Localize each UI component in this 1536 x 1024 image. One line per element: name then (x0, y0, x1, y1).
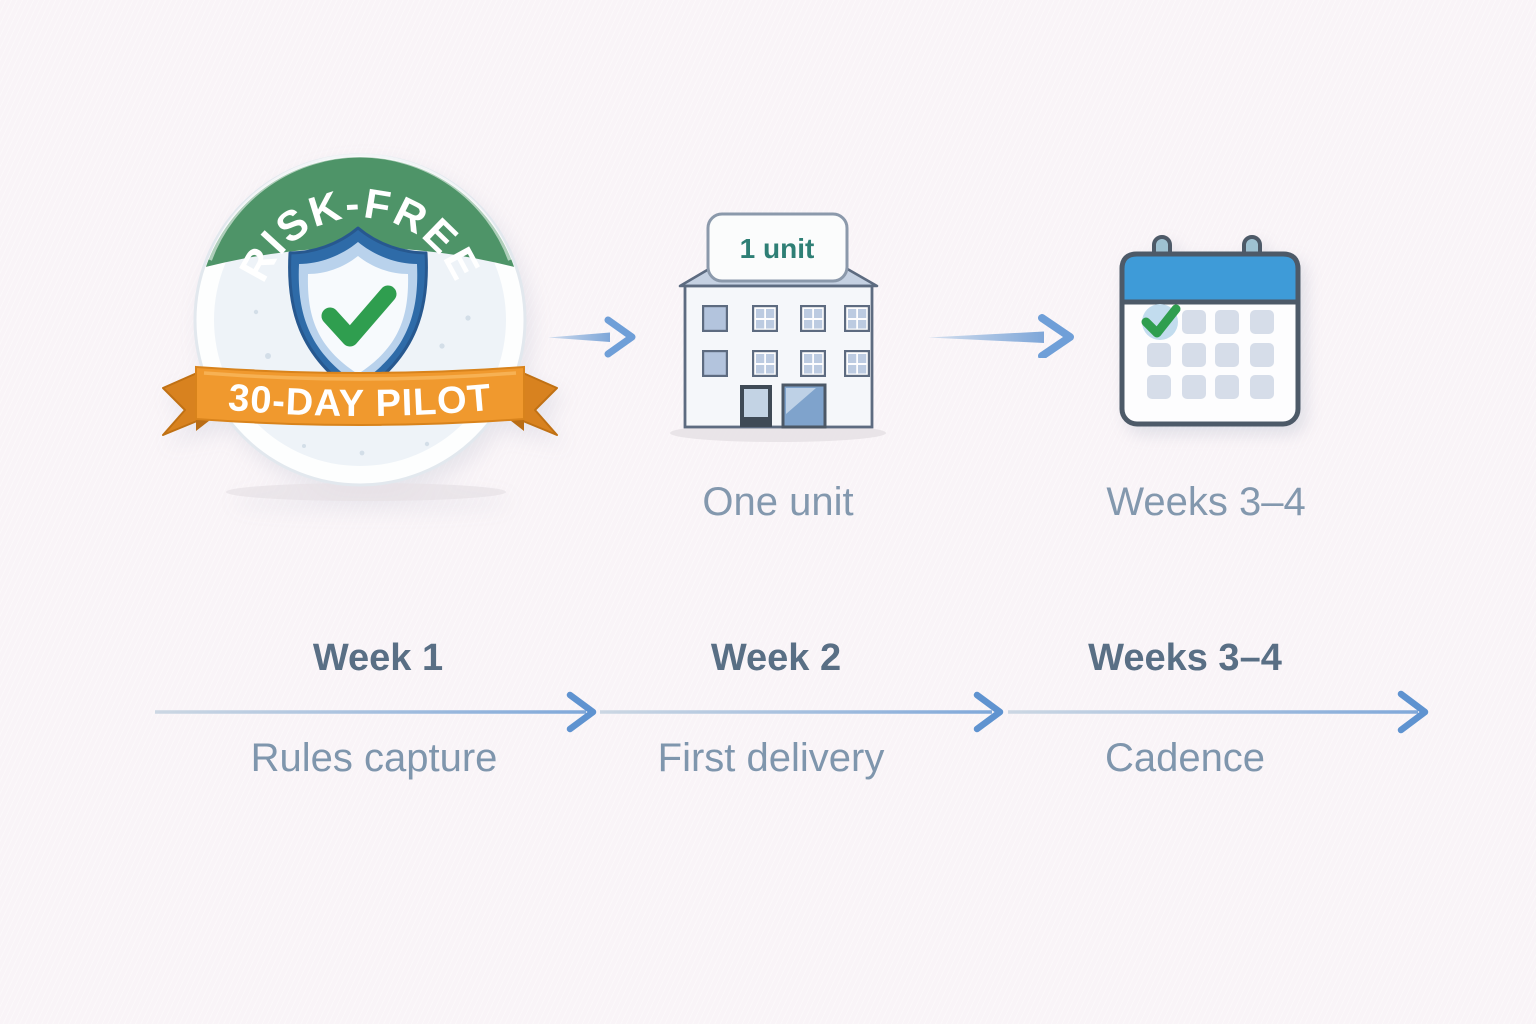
badge-shadow (226, 483, 506, 501)
building-sign: 1 unit (706, 212, 849, 283)
ribbon-banner: 30-DAY PILOT (162, 365, 558, 436)
arrow-right-icon-1 (548, 316, 636, 358)
calendar-grid (1147, 310, 1274, 399)
building-caption: One unit (702, 480, 854, 524)
building-shadow (670, 424, 886, 442)
milestone-1-title: Week 1 (312, 637, 444, 679)
arc-banner-highlight (208, 153, 512, 261)
milestone-2-title: Week 2 (710, 637, 842, 679)
calendar-header (1119, 251, 1301, 305)
timeline-arrow (155, 690, 1429, 734)
timeline-chevron-1 (566, 691, 597, 733)
arrow-right-icon-2 (928, 314, 1074, 358)
timeline-chevron-3 (1397, 690, 1429, 734)
shield-icon (288, 226, 428, 397)
timeline-chevron-2 (973, 691, 1004, 733)
calendar-icon (1119, 235, 1301, 427)
building-door-right (781, 383, 827, 429)
ribbon-tail-right (522, 372, 558, 436)
building-icon: 1 unit (670, 212, 886, 442)
building-sign-label: 1 unit (740, 233, 815, 264)
timeline-chevrons (566, 690, 1429, 734)
calendar-caption: Weeks 3–4 (1106, 480, 1306, 524)
checkmark-icon (321, 285, 397, 347)
ribbon-band-highlight (203, 371, 517, 381)
ribbon-label: 30-DAY PILOT (227, 377, 494, 425)
milestone-1-subtitle: Rules capture (250, 736, 498, 780)
milestone-2-subtitle: First delivery (657, 736, 885, 780)
ribbon-tail-left (162, 372, 198, 436)
calendar-check-icon (1141, 304, 1181, 340)
arc-banner (205, 157, 515, 267)
milestone-3-subtitle: Cadence (1104, 736, 1266, 780)
ribbon-band (195, 365, 525, 426)
milestone-3-title: Weeks 3–4 (1088, 637, 1282, 679)
pilot-badge-icon: RISK-FREE 30-DAY PILOT (162, 153, 558, 501)
building-door-left (740, 385, 772, 427)
